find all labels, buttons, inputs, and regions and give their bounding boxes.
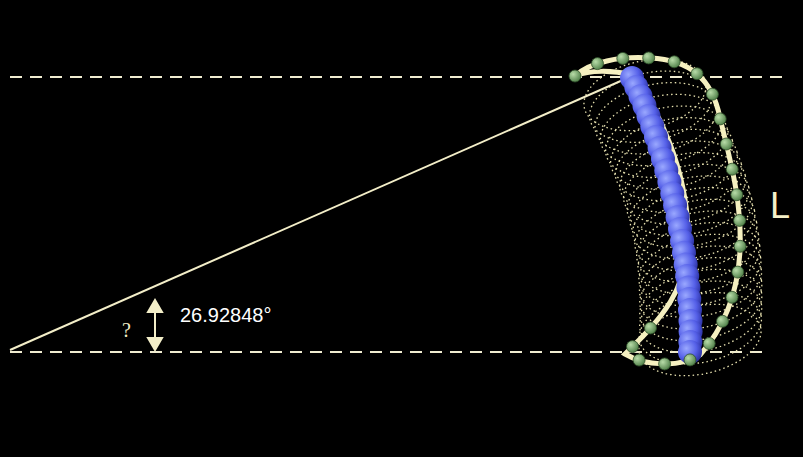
green-dot: [734, 214, 746, 226]
dotted-ellipse: [633, 282, 768, 374]
green-dot: [734, 240, 746, 252]
green-dots: [569, 52, 746, 370]
green-dot: [592, 58, 604, 70]
dotted-ellipse: [583, 61, 718, 153]
dotted-ellipse: [631, 212, 766, 304]
green-dot: [668, 56, 680, 68]
green-dot: [732, 266, 744, 278]
dotted-ellipses: [577, 49, 768, 386]
angle-arrow: [148, 300, 162, 350]
green-dot: [714, 113, 726, 125]
unknown-angle-mark: ?: [122, 320, 131, 340]
green-dot: [703, 338, 715, 350]
dotted-ellipse: [630, 201, 765, 293]
green-dot: [706, 88, 718, 100]
green-dot: [645, 322, 657, 334]
green-dot: [684, 354, 696, 366]
dotted-ellipse: [628, 189, 763, 281]
dotted-ellipse: [577, 49, 712, 141]
dashed-line: [10, 351, 765, 353]
blue-spheres: [620, 66, 703, 364]
green-dot: [726, 291, 738, 303]
green-dot: [659, 358, 671, 370]
green-dot: [717, 315, 729, 327]
green-dot: [633, 354, 645, 366]
green-dot: [731, 189, 743, 201]
dotted-ellipse: [632, 294, 767, 386]
green-dot: [627, 341, 639, 353]
green-dot: [569, 70, 581, 82]
green-dot: [643, 52, 655, 64]
length-label: L: [770, 188, 790, 224]
green-dot: [691, 68, 703, 80]
loop-path: [575, 58, 740, 364]
dashed-line: [10, 76, 785, 78]
green-dot: [726, 163, 738, 175]
sight-line: [10, 76, 632, 350]
angle-value: 26.92848°: [180, 305, 271, 325]
green-dot: [617, 52, 629, 64]
green-dot: [720, 138, 732, 150]
